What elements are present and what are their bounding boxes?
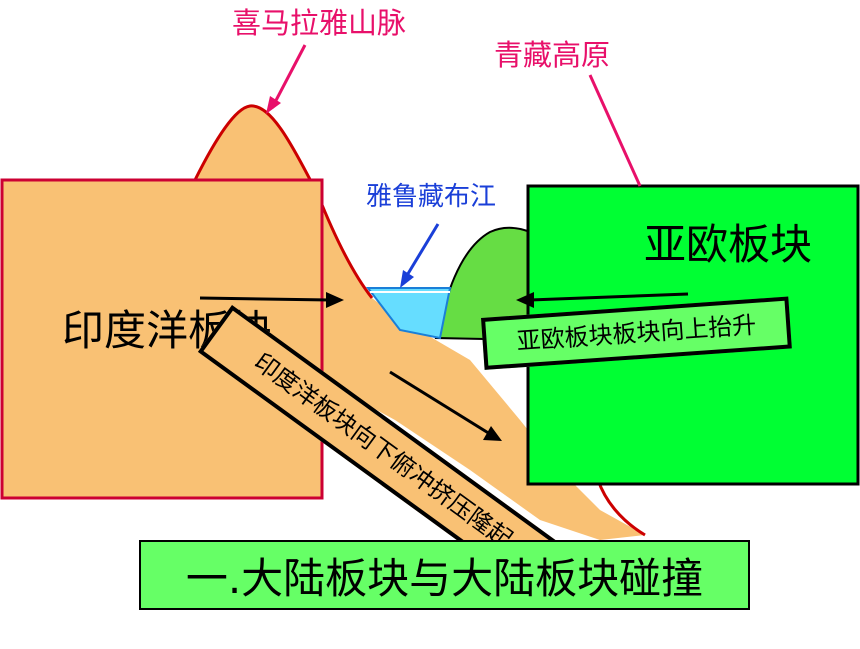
diagram-title-text: 一.大陆板块与大陆板块碰撞 — [185, 553, 704, 603]
himalaya-mountain — [195, 105, 645, 540]
diagram-title: 一.大陆板块与大陆板块碰撞 — [139, 540, 750, 610]
himalaya-pointer — [270, 44, 307, 109]
himalaya-outline — [193, 104, 374, 299]
indian-plate-arrow — [199, 296, 331, 302]
yarlung-pointer-head — [400, 270, 414, 288]
tibet-plateau-label: 青藏高原 — [494, 38, 611, 72]
eurasian-plate-arrow — [529, 292, 689, 302]
indian-plate-arrow-head — [326, 292, 344, 308]
himalaya-label: 喜马拉雅山脉 — [232, 6, 407, 40]
eurasian-plate-label: 亚欧板块 — [644, 220, 813, 269]
himalaya-pointer-head — [266, 96, 281, 114]
eurasian-underside-outline — [596, 479, 646, 537]
subduction-arrow — [389, 370, 491, 436]
yarlung-river-water — [365, 287, 452, 340]
yarlung-pointer — [401, 223, 440, 283]
eurasian-uplift-text: 亚欧板块板块向上抬升 — [515, 310, 758, 356]
eurasian-plate-arrow-head — [516, 292, 534, 308]
yarlung-river-label: 雅鲁藏布江 — [366, 182, 497, 212]
subduction-arrow-head — [483, 426, 502, 441]
tibet-pointer — [588, 74, 642, 187]
